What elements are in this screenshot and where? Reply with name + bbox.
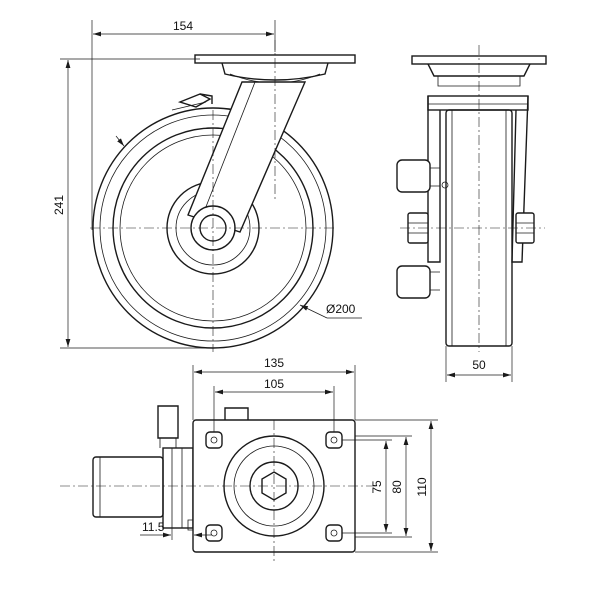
- fork-leg-right: [511, 95, 529, 263]
- fork-arm: [187, 81, 307, 233]
- dim-overall-width: 154: [91, 19, 276, 230]
- dim-label-75: 75: [370, 480, 384, 494]
- side-view: [90, 40, 356, 352]
- end-view: [396, 45, 547, 352]
- dim-wheel-width: 50: [445, 346, 513, 382]
- dim-label-80: 80: [390, 480, 404, 494]
- top-wheel: [92, 456, 164, 518]
- dim-label-241: 241: [52, 195, 66, 215]
- dim-label-11-5: 11.5: [142, 520, 165, 534]
- dim-plate-width-inner: 80: [355, 435, 412, 538]
- dim-hole-spacing-width: 75: [342, 439, 392, 534]
- dim-label-diameter: Ø200: [326, 302, 356, 316]
- dim-label-154: 154: [173, 19, 193, 33]
- dim-label-110: 110: [415, 477, 429, 496]
- brake-pedal-lower: [396, 265, 431, 299]
- dim-plate-width: 110: [355, 419, 438, 553]
- brake-pedal-upper: [396, 159, 431, 193]
- top-view: [60, 405, 380, 562]
- dim-plate-length: 135: [192, 356, 356, 420]
- dim-label-50: 50: [472, 358, 486, 372]
- dim-brake-offset: 11.5: [140, 520, 212, 540]
- dim-wheel-diameter: Ø200: [115, 135, 362, 319]
- top-brake-housing: [162, 447, 194, 529]
- dim-overall-height: 241: [52, 58, 212, 349]
- dim-hole-spacing-length: 105: [213, 377, 335, 432]
- brake-lever: [171, 93, 213, 111]
- top-brake-pedal-left: [157, 405, 179, 439]
- dim-label-135: 135: [264, 356, 284, 370]
- dim-label-105: 105: [264, 377, 284, 391]
